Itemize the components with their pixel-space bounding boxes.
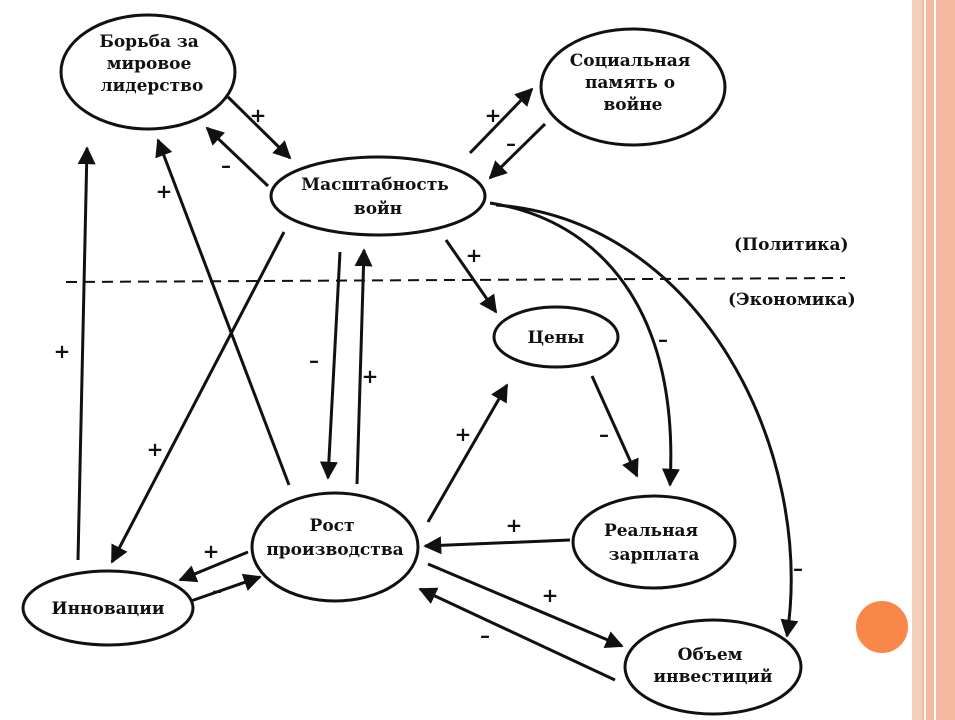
edge-sign-scale-to-memory: + [485, 103, 502, 127]
edge-scale-to-prices [444, 239, 498, 314]
edge-innovations-to-struggle [76, 146, 96, 561]
edge-growth-to-scale [354, 248, 373, 485]
edge-growth-to-investment [427, 562, 624, 648]
node-scale [269, 155, 487, 237]
node-scale-label: Масштабность войн [301, 175, 454, 219]
edge-investment-to-growth [418, 587, 616, 682]
edge-sign-prices-to-wages: – [599, 422, 609, 446]
edge-sign-innovations-to-growth: – [212, 578, 222, 602]
edge-memory-to-scale [488, 122, 547, 180]
edge-scale-to-innovations [110, 231, 286, 564]
node-prices [492, 305, 620, 369]
border-line [924, 0, 926, 720]
slide-border-light [912, 0, 922, 720]
edges [76, 87, 799, 682]
edge-growth-to-struggle [155, 138, 291, 486]
edge-growth-to-innovations [178, 550, 249, 583]
edge-signs: +–+–+–++++–––+++–+– [54, 103, 803, 647]
node-prices-label: Цены [528, 328, 585, 348]
edge-sign-growth-to-scale: + [362, 364, 379, 388]
edge-sign-scale-to-wages: – [658, 327, 668, 351]
economics-label: (Экономика) [728, 290, 856, 310]
edge-scale-to-investment [495, 203, 799, 638]
edge-sign-memory-to-scale: – [506, 131, 516, 155]
node-memory [539, 27, 727, 147]
divider-line [65, 277, 846, 283]
node-growth-label: Рост производства [266, 516, 403, 560]
node-wages-label: Реальная зарплата [604, 521, 704, 565]
node-investment [623, 618, 803, 716]
node-wages [571, 494, 737, 590]
node-innovations-label: Инновации [52, 599, 165, 619]
causal-loop-diagram: (Политика) (Экономика) Борьба за мировое… [21, 13, 856, 716]
politics-label: (Политика) [734, 235, 849, 255]
edge-sign-growth-to-struggle: + [156, 179, 173, 203]
node-investment-label: Объем инвестиций [654, 645, 773, 687]
edge-scale-to-memory [468, 87, 534, 155]
edge-sign-growth-to-innovations: + [203, 539, 220, 563]
edge-wages-to-growth [423, 536, 571, 555]
edge-scale-to-growth [319, 251, 342, 480]
node-struggle-label: Борьба за мировое лидерство [99, 32, 204, 96]
edge-sign-growth-to-investment: + [542, 583, 559, 607]
edge-sign-scale-to-innovations: + [147, 437, 164, 461]
nodes [21, 13, 803, 716]
edge-struggle-to-scale [226, 95, 292, 160]
edge-sign-investment-to-growth: – [480, 623, 490, 647]
slide-border [922, 0, 955, 720]
edge-sign-scale-to-growth: – [309, 348, 319, 372]
edge-growth-to-prices [426, 383, 509, 523]
edge-sign-scale-to-investment: – [793, 556, 803, 580]
decorative-circle [853, 598, 911, 656]
edge-sign-scale-to-prices: + [466, 243, 483, 267]
node-memory-label: Социальная память о войне [570, 51, 697, 115]
edge-sign-growth-to-prices: + [455, 422, 472, 446]
edge-prices-to-wages [590, 375, 639, 478]
edge-scale-to-wages [489, 201, 680, 487]
edge-innovations-to-growth [187, 573, 262, 604]
node-innovations [21, 569, 195, 647]
edge-sign-struggle-to-scale: + [250, 103, 267, 127]
edge-sign-innovations-to-struggle: + [54, 339, 71, 363]
border-line [934, 0, 936, 720]
edge-sign-wages-to-growth: + [506, 513, 523, 537]
edge-scale-to-struggle [205, 126, 270, 188]
edge-sign-scale-to-struggle: – [221, 153, 231, 177]
node-growth [250, 491, 420, 603]
node-struggle [59, 13, 237, 131]
